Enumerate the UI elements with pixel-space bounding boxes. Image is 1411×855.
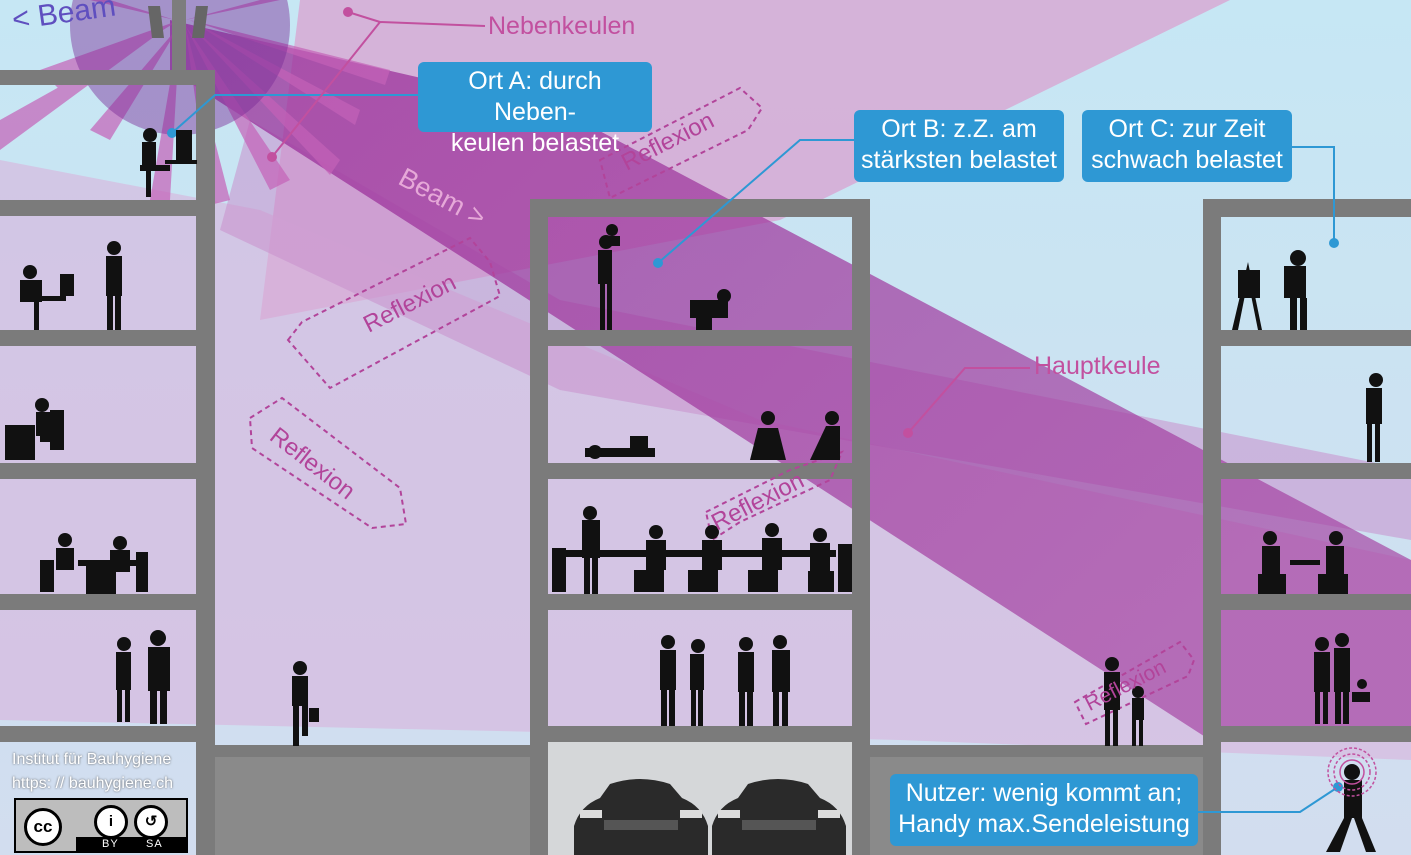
callout-ort-c-line1: Ort C: zur Zeit: [1108, 115, 1266, 143]
callout-nutzer-line2: Handy max.Sendeleistung: [898, 810, 1190, 838]
cc-license-badge: cc i ↺ BY SA: [14, 798, 188, 853]
callout-ort-a-line1: Ort A: durch Neben-: [468, 67, 602, 126]
callout-ort-a-line2: keulen belastet: [450, 129, 620, 157]
label-lines: [271, 11, 1030, 434]
building-right: [1203, 199, 1411, 855]
callout-ort-b: Ort B: z.Z. am stärksten belastet: [854, 110, 1064, 182]
main-lobe: [170, 20, 1411, 740]
callout-nutzer: Nutzer: wenig kommt an; Handy max.Sendel…: [890, 774, 1198, 846]
callout-lines: [171, 94, 1339, 813]
side-lobes: [0, 0, 390, 205]
callout-nutzer-line1: Nutzer: wenig kommt an;: [905, 779, 1183, 807]
cc-icon: cc: [24, 808, 62, 846]
hauptkeule-label: Hauptkeule: [1034, 352, 1161, 380]
by-label: BY: [102, 838, 119, 850]
sa-label: SA: [146, 838, 163, 850]
callout-ort-a: Ort A: durch Neben- keulen belastet: [418, 62, 652, 157]
callout-ort-b-line2: stärksten belastet: [861, 146, 1057, 174]
reflexion-arrows: [248, 86, 1196, 726]
credit-institute: Institut für Bauhygiene: [12, 751, 172, 768]
nebenkeulen-label: Nebenkeulen: [488, 12, 636, 40]
building-middle: [530, 199, 870, 855]
people-silhouettes: [5, 128, 1383, 852]
sa-share-alike-icon: ↺: [134, 805, 168, 839]
callout-ort-b-line1: Ort B: z.Z. am: [881, 115, 1037, 143]
credit-text: Institut für Bauhygiene https: // bauhyg…: [12, 748, 173, 796]
label-dots: [267, 7, 913, 438]
callout-ort-c-line2: schwach belastet: [1091, 146, 1283, 174]
building-left: [0, 70, 215, 855]
by-attribution-icon: i: [94, 805, 128, 839]
credit-url: https: // bauhygiene.ch: [12, 775, 173, 792]
callout-ort-c: Ort C: zur Zeit schwach belastet: [1082, 110, 1292, 182]
by-sa-strip: BY SA: [76, 837, 186, 851]
phone-signal-rings: [1327, 747, 1377, 797]
cars: [574, 779, 846, 855]
antenna: [148, 0, 208, 70]
